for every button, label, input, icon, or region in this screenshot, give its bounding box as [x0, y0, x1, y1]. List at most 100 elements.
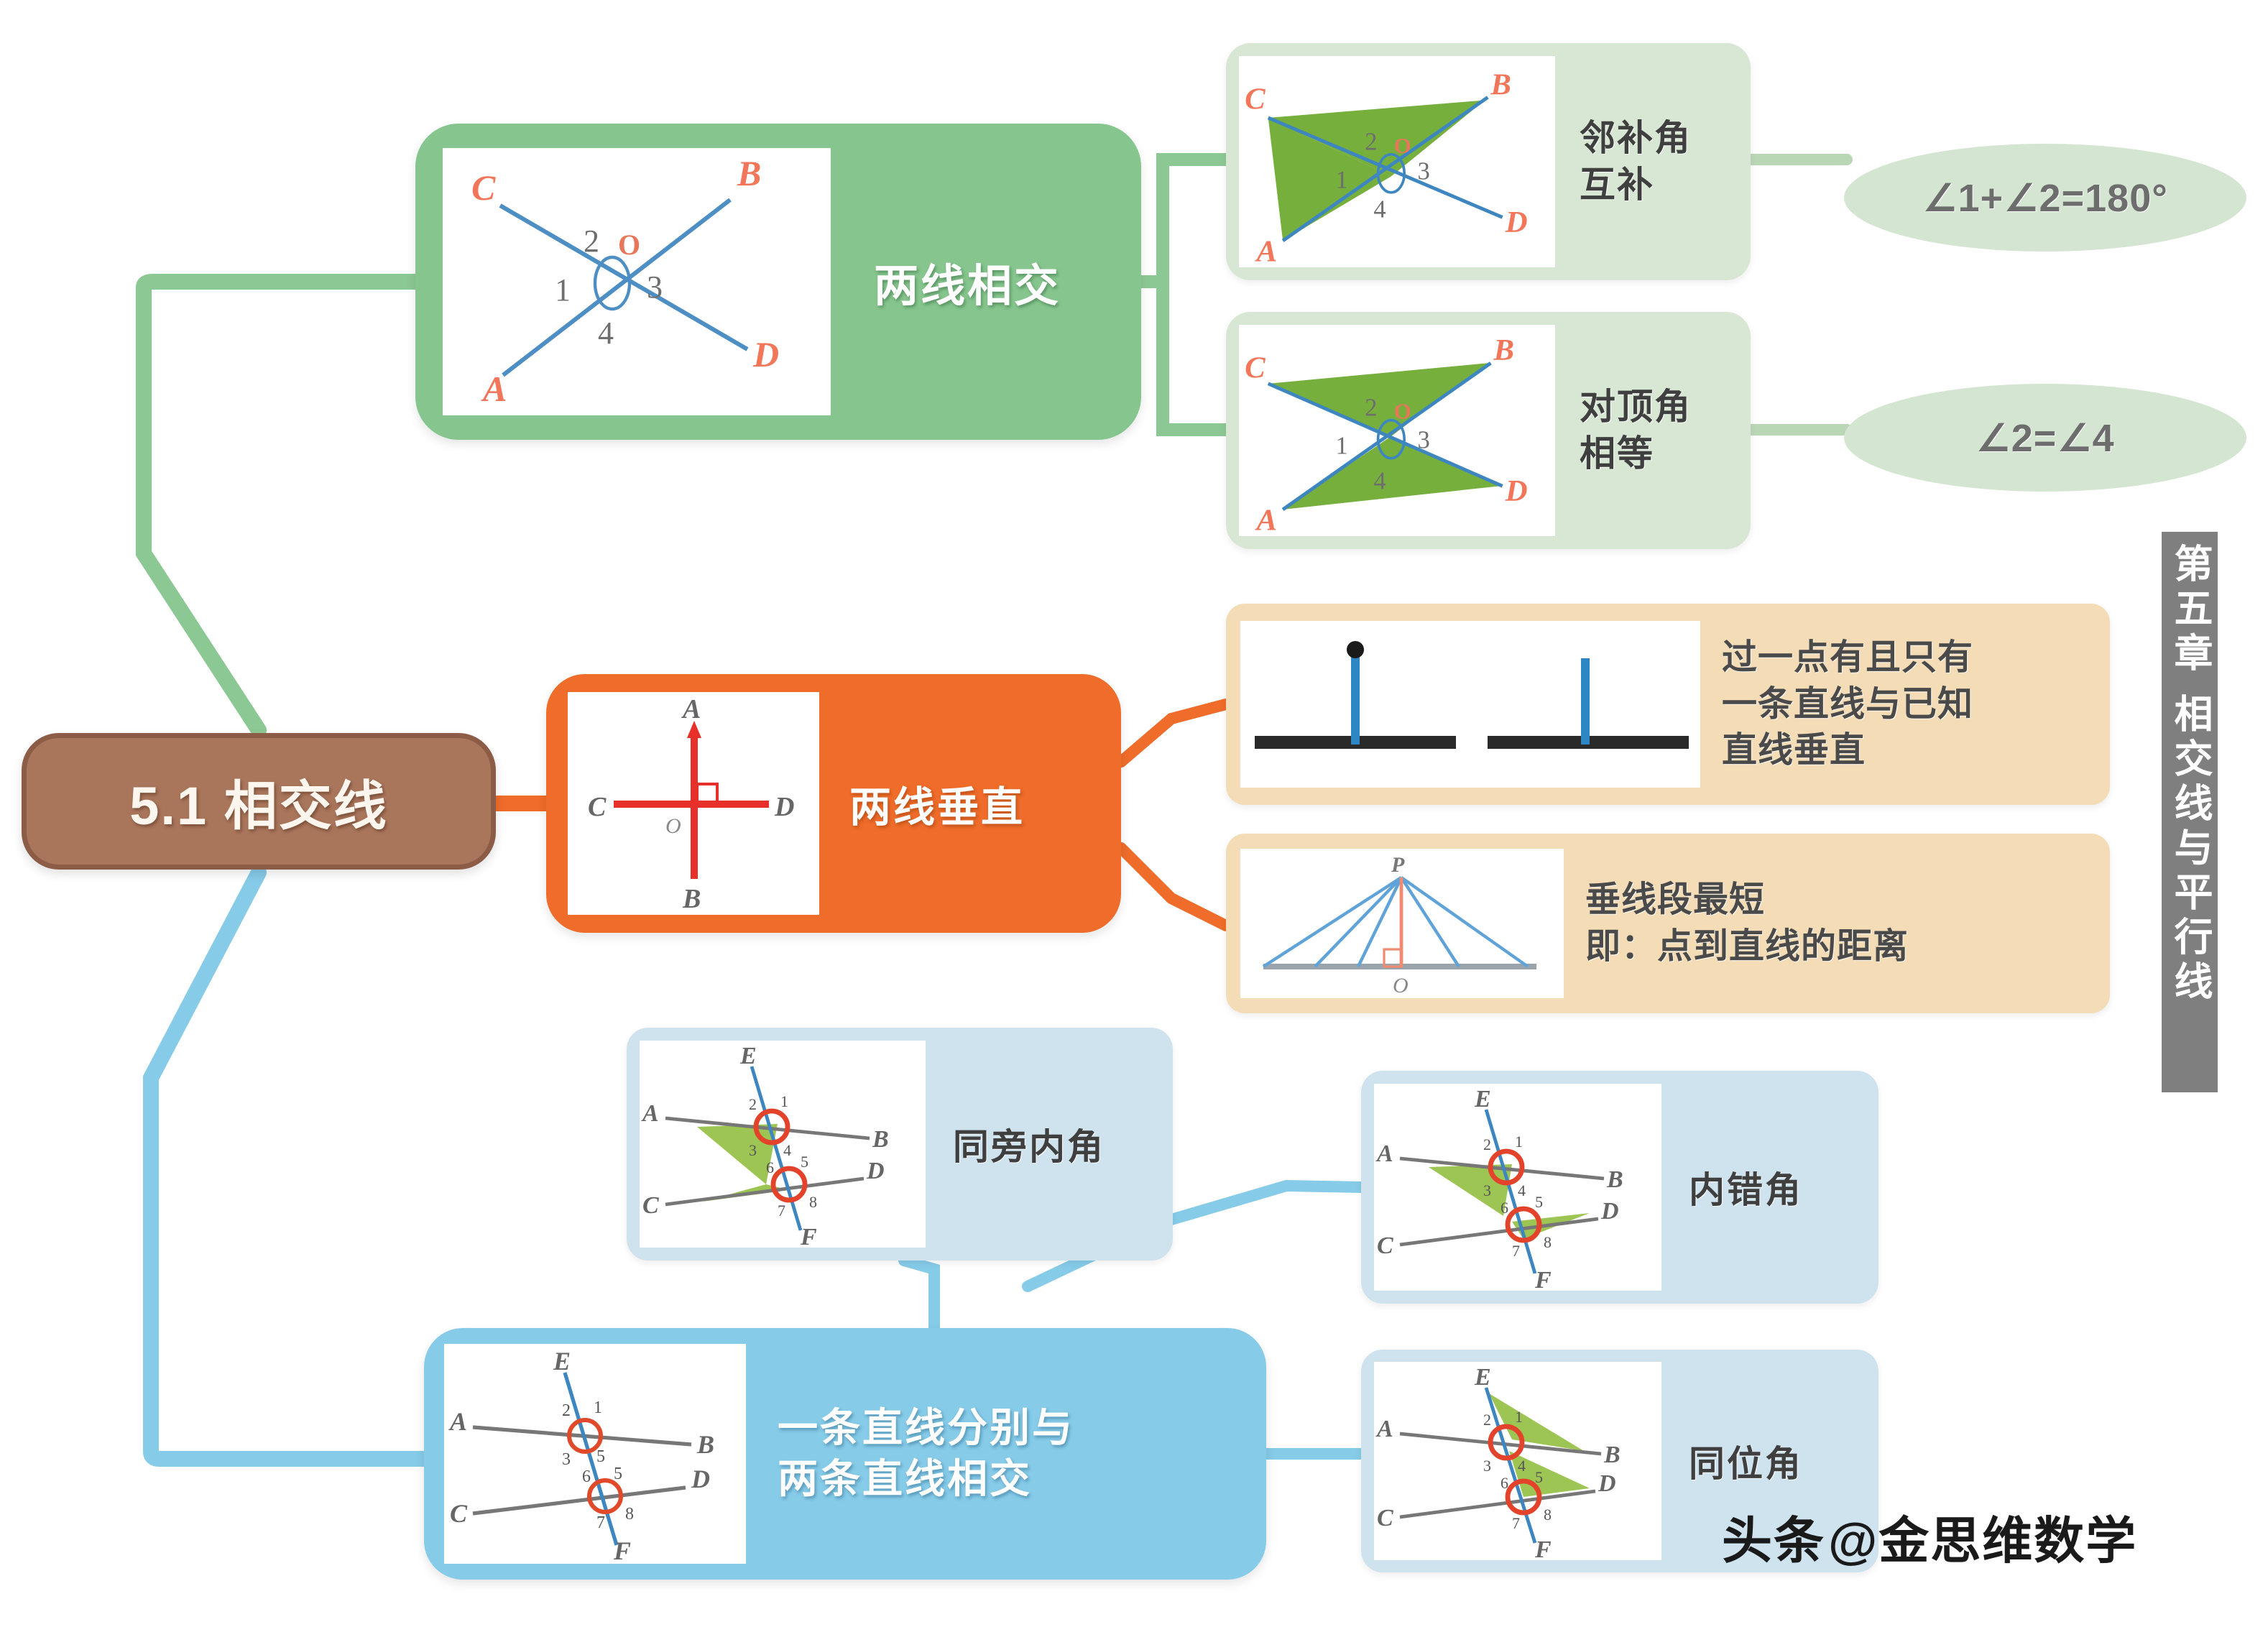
- chapter-sidebar-label: 第五章 相交线与平行线: [2168, 543, 2211, 1006]
- svg-text:5: 5: [1535, 1468, 1543, 1486]
- svg-text:8: 8: [1544, 1506, 1552, 1524]
- svg-text:1: 1: [780, 1092, 788, 1110]
- wire-blue-to-same-side-interior: [898, 1255, 940, 1334]
- wire-green-to-vertical-equal: [1135, 275, 1232, 436]
- branch-label-two-lines-perp: 两线垂直: [849, 784, 1025, 831]
- svg-text:2: 2: [749, 1095, 757, 1113]
- svg-text:3: 3: [1483, 1457, 1491, 1475]
- formula-text-vertical-equal: ∠2=∠4: [1976, 416, 2115, 460]
- diagram-transversal: E F A B C D 1 2 3 5 5 6 7 8: [444, 1344, 746, 1564]
- leaf-unique-perpendicular[interactable]: 过一点有且只有一条直线与已知直线垂直: [1226, 604, 2110, 805]
- svg-text:4: 4: [1373, 467, 1386, 494]
- formula-chip-adjacent-supplementary[interactable]: ∠1+∠2=180°: [1844, 144, 2246, 252]
- svg-text:8: 8: [809, 1193, 817, 1211]
- svg-text:B: B: [737, 153, 761, 193]
- svg-text:4: 4: [1373, 195, 1386, 223]
- svg-text:F: F: [613, 1536, 631, 1564]
- svg-text:5: 5: [614, 1465, 622, 1483]
- leaf-label-unique-perpendicular: 过一点有且只有一条直线与已知直线垂直: [1722, 637, 1974, 770]
- root-node[interactable]: 5.1 相交线: [22, 733, 496, 870]
- svg-text:C: C: [450, 1499, 468, 1528]
- svg-text:O: O: [665, 814, 681, 838]
- branch-one-line-two-lines[interactable]: E F A B C D 1 2 3 5 5 6 7 8 一条直线分别与两条直线相…: [424, 1328, 1266, 1580]
- diagram-adjacent-supplementary: C B A D O 1 2 3 4: [1239, 56, 1555, 267]
- leaf-label-same-side-interior: 同旁内角: [953, 1127, 1105, 1167]
- svg-text:7: 7: [596, 1513, 605, 1532]
- svg-text:6: 6: [766, 1158, 774, 1176]
- svg-text:6: 6: [582, 1467, 591, 1486]
- svg-text:A: A: [681, 694, 701, 724]
- svg-text:2: 2: [1365, 129, 1377, 156]
- svg-text:B: B: [872, 1126, 889, 1153]
- leaf-alternate-interior-angles[interactable]: E F A B C D 1 2 3 4 5 6 7 8 内错角: [1361, 1071, 1879, 1304]
- svg-text:O: O: [1394, 400, 1411, 424]
- svg-text:A: A: [1254, 504, 1277, 536]
- svg-text:D: D: [1600, 1198, 1619, 1225]
- svg-text:O: O: [1393, 974, 1409, 997]
- svg-text:B: B: [696, 1430, 714, 1459]
- svg-text:1: 1: [1335, 433, 1347, 460]
- svg-text:F: F: [1534, 1536, 1552, 1560]
- svg-text:7: 7: [1512, 1514, 1520, 1532]
- leaf-label-shortest-segment: 垂线段最短即：点到直线的距离: [1585, 880, 1909, 966]
- svg-text:D: D: [691, 1465, 710, 1493]
- svg-text:8: 8: [1544, 1233, 1552, 1251]
- diagram-alternate-interior: E F A B C D 1 2 3 4 5 6 7 8: [1374, 1084, 1661, 1291]
- diagram-two-lines-crossing: A B C D O 1 2 3 4: [443, 148, 831, 415]
- svg-text:4: 4: [1518, 1181, 1526, 1199]
- svg-text:F: F: [1534, 1267, 1552, 1291]
- svg-text:D: D: [1505, 474, 1528, 508]
- diagram-perpendicular-cross: A B C D O: [568, 692, 819, 915]
- leaf-label-adjacent-supplementary: 邻补角互补: [1580, 118, 1692, 205]
- svg-text:D: D: [752, 334, 779, 374]
- leaf-adjacent-supplementary[interactable]: C B A D O 1 2 3 4 邻补角互补: [1226, 43, 1751, 280]
- svg-text:C: C: [471, 167, 496, 208]
- svg-text:1: 1: [1515, 1133, 1523, 1151]
- svg-text:D: D: [1598, 1470, 1616, 1497]
- leaf-same-side-interior-angles[interactable]: E F A B C D 1 2 3 4 5 6 7 8 同旁内角: [627, 1028, 1173, 1260]
- branch-label-one-line-two-lines: 一条直线分别与两条直线相交: [778, 1405, 1074, 1501]
- svg-text:7: 7: [778, 1202, 785, 1220]
- svg-text:1: 1: [555, 272, 571, 308]
- svg-text:3: 3: [1483, 1181, 1491, 1199]
- diagram-corresponding-angles: E F A B C D 1 2 3 4 5 6 7 8: [1374, 1362, 1661, 1560]
- diagram-point-and-line-perp: [1240, 621, 1700, 788]
- branch-two-lines-perp[interactable]: A B C D O 两线垂直: [546, 674, 1121, 933]
- leaf-shortest-segment[interactable]: P O 垂线段最短即：点到直线的距离: [1226, 834, 2110, 1013]
- svg-text:A: A: [1254, 235, 1277, 267]
- svg-text:B: B: [682, 884, 701, 914]
- leaf-vertical-angles-equal[interactable]: C B A D O 1 2 3 4 对顶角相等: [1226, 312, 1751, 549]
- svg-text:P: P: [1391, 853, 1405, 877]
- svg-text:3: 3: [1418, 157, 1430, 185]
- svg-text:C: C: [588, 792, 607, 822]
- svg-text:C: C: [1377, 1505, 1393, 1531]
- svg-text:6: 6: [1501, 1199, 1508, 1217]
- formula-text-adjacent-supplementary: ∠1+∠2=180°: [1922, 176, 2168, 220]
- svg-text:E: E: [1474, 1364, 1491, 1391]
- svg-text:1: 1: [1335, 167, 1347, 194]
- svg-text:3: 3: [1418, 426, 1430, 453]
- svg-text:B: B: [1490, 68, 1511, 101]
- root-label: 5.1 相交线: [129, 775, 388, 836]
- formula-chip-vertical-equal[interactable]: ∠2=∠4: [1844, 384, 2246, 492]
- svg-text:1: 1: [594, 1398, 602, 1417]
- svg-text:8: 8: [625, 1505, 634, 1524]
- svg-text:2: 2: [584, 223, 599, 259]
- svg-text:D: D: [866, 1158, 885, 1184]
- svg-text:C: C: [1377, 1232, 1393, 1259]
- branch-label-two-lines-intersect: 两线相交: [874, 262, 1061, 311]
- leaf-label-alternate-interior: 内错角: [1689, 1170, 1803, 1210]
- svg-text:7: 7: [1512, 1242, 1520, 1260]
- branch-two-lines-intersect[interactable]: A B C D O 1 2 3 4 两线相交: [415, 124, 1141, 440]
- svg-text:B: B: [1606, 1166, 1623, 1193]
- leaf-label-vertical-angles-equal: 对顶角相等: [1580, 387, 1692, 474]
- svg-text:B: B: [1493, 333, 1514, 367]
- svg-text:4: 4: [598, 315, 614, 351]
- svg-text:2: 2: [562, 1401, 571, 1420]
- svg-text:5: 5: [596, 1447, 605, 1466]
- svg-text:C: C: [642, 1192, 659, 1219]
- wire-green-to-adjacent-supp: [1135, 153, 1232, 288]
- chapter-sidebar: 第五章 相交线与平行线: [2162, 532, 2218, 1092]
- svg-text:3: 3: [749, 1141, 757, 1159]
